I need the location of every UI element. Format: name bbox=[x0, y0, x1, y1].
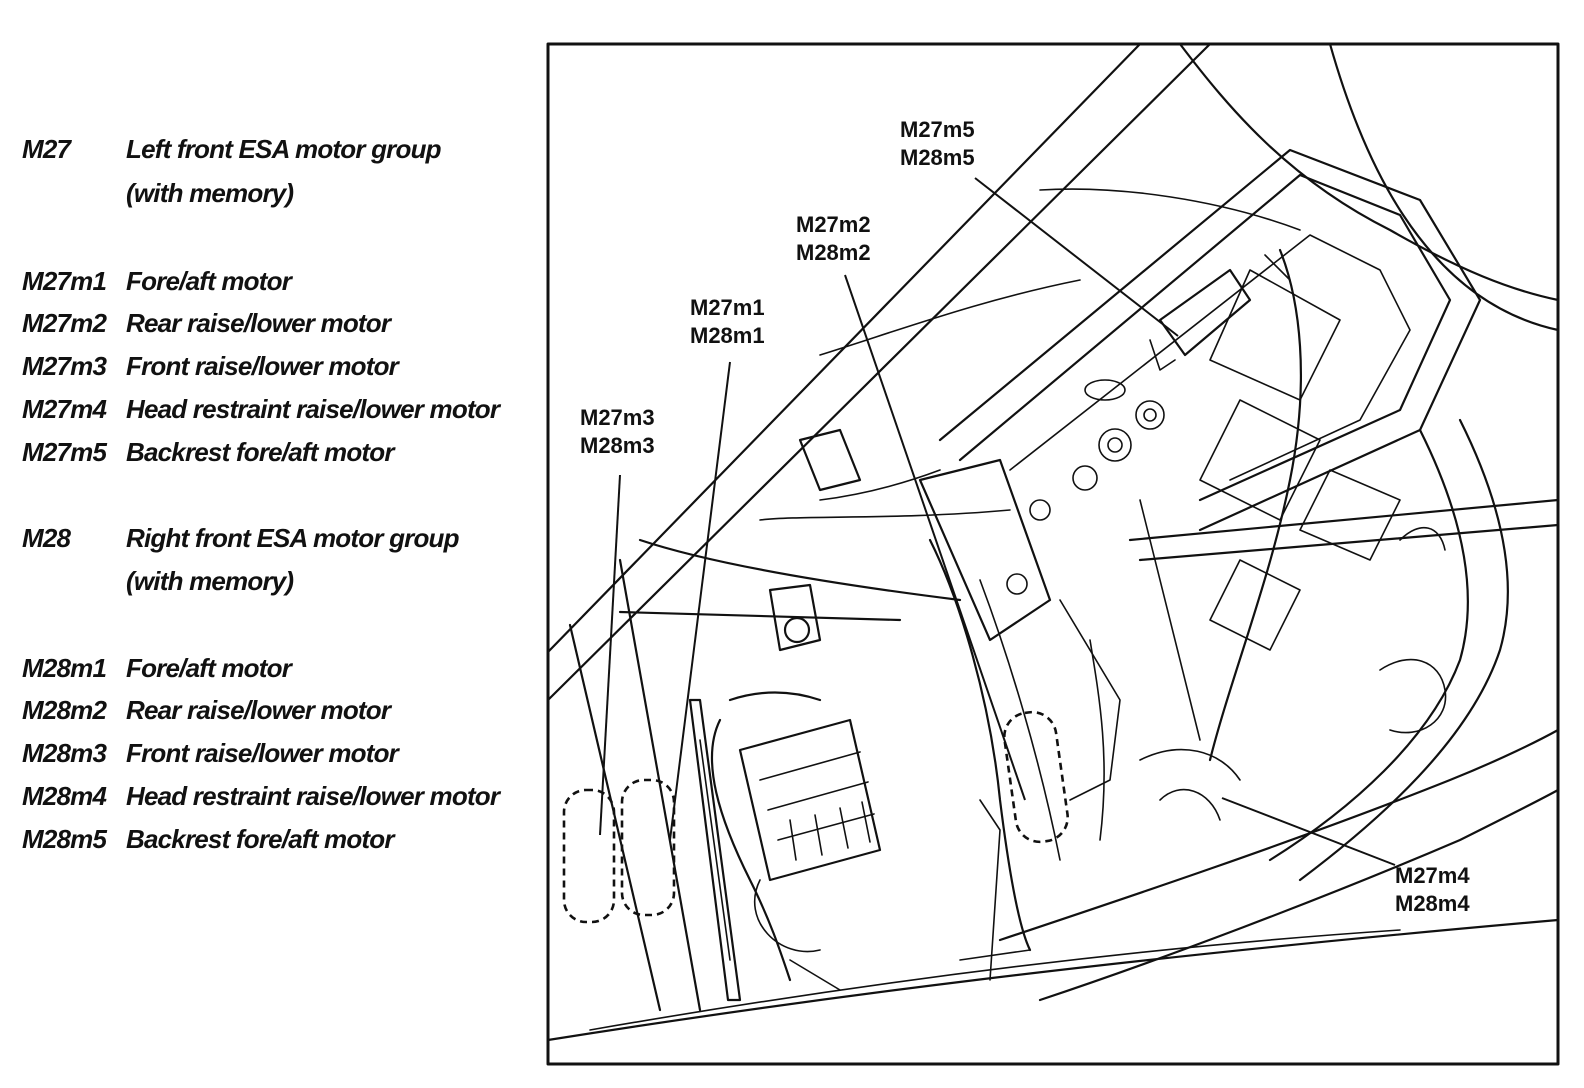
callout-m5: M27m5 M28m5 bbox=[900, 117, 975, 170]
leader-m2 bbox=[844, 274, 1026, 801]
legend-label: Front raise/lower motor bbox=[126, 351, 399, 381]
callout-m5-line1: M27m5 bbox=[900, 117, 975, 142]
callout-m3-line1: M27m3 bbox=[580, 405, 655, 430]
legend-label: Head restraint raise/lower motor bbox=[126, 781, 500, 811]
legend-label: Rear raise/lower motor bbox=[126, 308, 391, 338]
legend-code: M28 bbox=[22, 523, 71, 553]
leader-m3 bbox=[599, 474, 621, 836]
callout-m3: M27m3 M28m3 bbox=[580, 405, 655, 458]
callout-m3-line2: M28m3 bbox=[580, 433, 655, 458]
m1-motor-outline bbox=[620, 778, 676, 917]
callout-leaders bbox=[599, 177, 1396, 866]
legend-code: M27m4 bbox=[22, 394, 107, 424]
legend-code: M28m4 bbox=[22, 781, 107, 811]
component-legend: M27 Left front ESA motor group (with mem… bbox=[0, 0, 520, 1088]
legend-code: M27 bbox=[22, 134, 71, 164]
callout-m4-line2: M28m4 bbox=[1395, 891, 1470, 916]
legend-code: M28m5 bbox=[22, 824, 107, 854]
legend-label: Fore/aft motor bbox=[126, 653, 292, 683]
legend-label: Fore/aft motor bbox=[126, 266, 292, 296]
diagram-frame bbox=[546, 42, 1560, 1066]
legend-code: M27m3 bbox=[22, 351, 107, 381]
legend-label-continued: (with memory) bbox=[126, 566, 294, 596]
leader-m1 bbox=[669, 361, 731, 841]
legend-label: Backrest fore/aft motor bbox=[126, 824, 394, 854]
callout-m4: M27m4 M28m4 bbox=[1395, 863, 1470, 916]
seat-line-drawing bbox=[546, 42, 1560, 1042]
m3-motor-outline bbox=[562, 788, 616, 924]
callout-m2-line2: M28m2 bbox=[796, 240, 871, 265]
callout-m2: M27m2 M28m2 bbox=[796, 212, 871, 265]
callout-m5-line2: M28m5 bbox=[900, 145, 975, 170]
callout-m4-line1: M27m4 bbox=[1395, 863, 1470, 888]
motor-location-outlines bbox=[562, 710, 1069, 924]
legend-code: M27m2 bbox=[22, 308, 107, 338]
legend-label: Front raise/lower motor bbox=[126, 738, 399, 768]
legend-label: Rear raise/lower motor bbox=[126, 695, 391, 725]
legend-code: M28m1 bbox=[22, 653, 107, 683]
callout-m1-line1: M27m1 bbox=[690, 295, 765, 320]
legend-code: M27m5 bbox=[22, 437, 107, 467]
legend-label-continued: (with memory) bbox=[126, 178, 294, 208]
leader-m5 bbox=[974, 177, 1179, 337]
legend-label: Head restraint raise/lower motor bbox=[126, 394, 500, 424]
callout-m1-line2: M28m1 bbox=[690, 323, 765, 348]
legend-label: Left front ESA motor group bbox=[126, 134, 442, 164]
m2-motor-outline bbox=[1003, 710, 1069, 844]
callout-m2-line1: M27m2 bbox=[796, 212, 871, 237]
legend-label: Backrest fore/aft motor bbox=[126, 437, 394, 467]
legend-code: M27m1 bbox=[22, 266, 107, 296]
legend-label: Right front ESA motor group bbox=[126, 523, 460, 553]
callout-m1: M27m1 M28m1 bbox=[690, 295, 765, 348]
leader-m4 bbox=[1221, 797, 1396, 866]
legend-code: M28m3 bbox=[22, 738, 107, 768]
legend-code: M28m2 bbox=[22, 695, 107, 725]
